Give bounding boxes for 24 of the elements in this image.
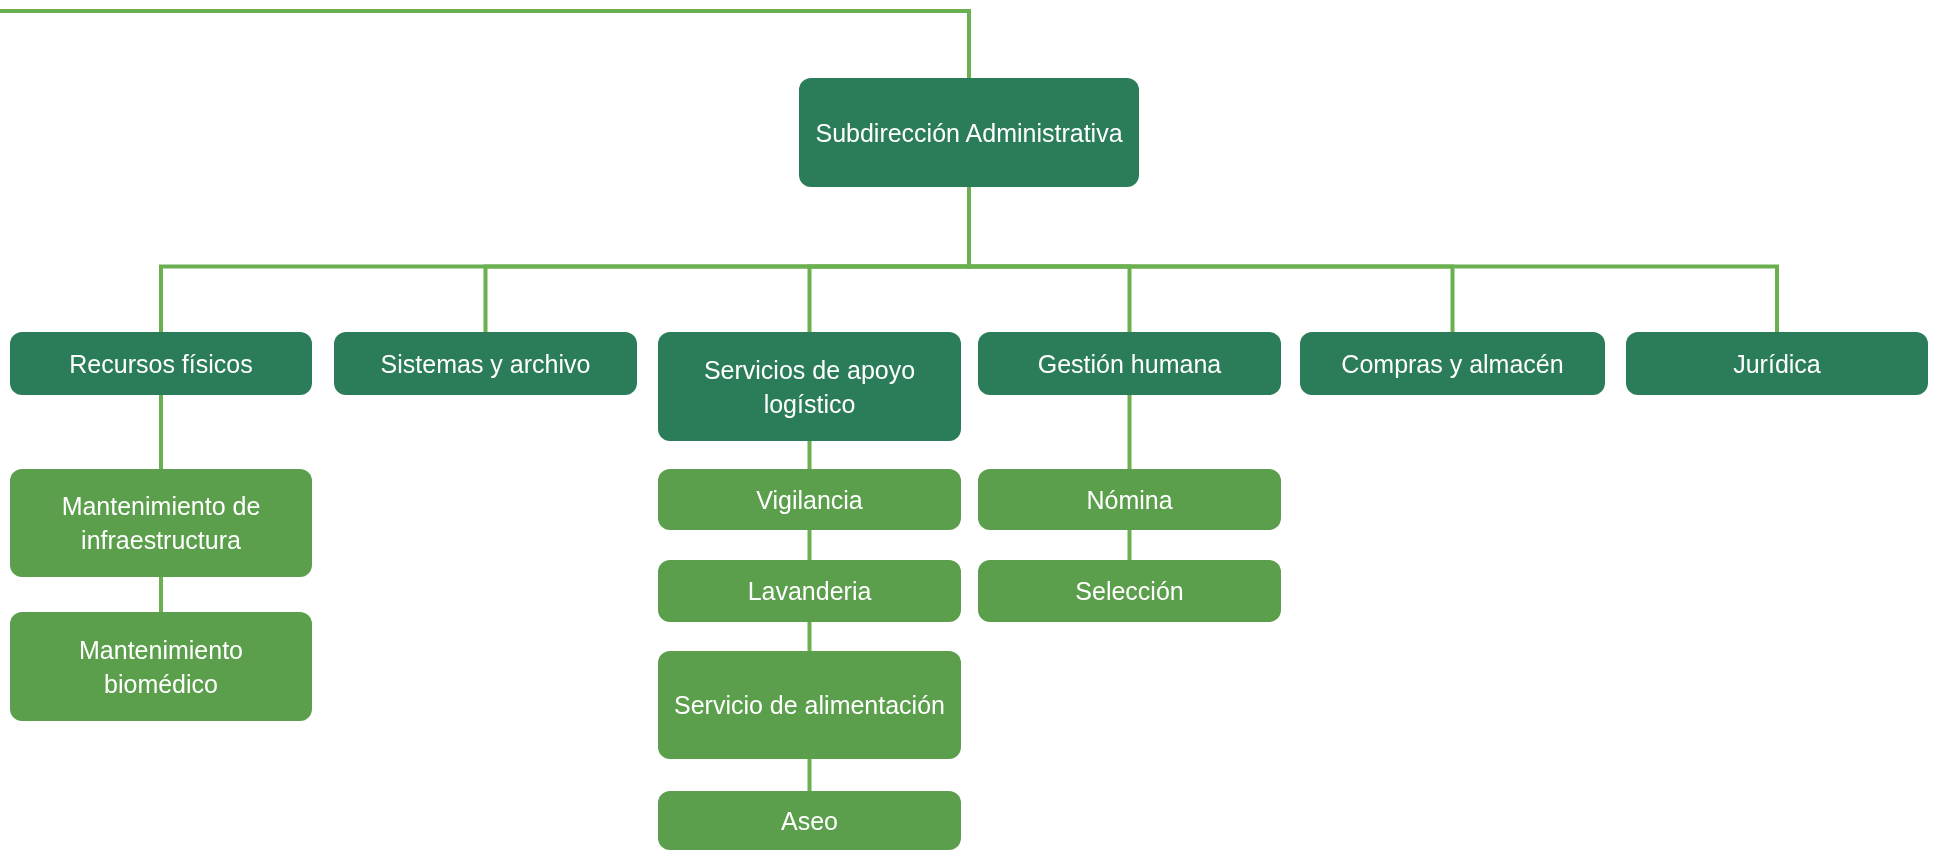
department-box: Compras y almacén	[1300, 332, 1605, 395]
connector-line	[159, 395, 163, 469]
unit-box: Servicio de alimentación	[658, 651, 961, 759]
connector-line	[807, 759, 812, 791]
connector-line	[1127, 530, 1132, 560]
connector-line	[807, 441, 812, 469]
unit-box: Selección	[978, 560, 1281, 622]
connector-line	[1127, 395, 1132, 469]
department-box: Sistemas y archivo	[334, 332, 637, 395]
department-box: Jurídica	[1626, 332, 1928, 395]
department-box: Servicios de apoyo logístico	[658, 332, 961, 441]
connector-line	[159, 577, 163, 612]
connector-line	[0, 9, 971, 78]
unit-box: Nómina	[978, 469, 1281, 530]
unit-box: Vigilancia	[658, 469, 961, 530]
unit-box: Lavanderia	[658, 560, 961, 622]
unit-box: Aseo	[658, 791, 961, 850]
connector-line	[807, 530, 812, 560]
connector-line	[807, 622, 812, 651]
unit-box: Mantenimiento de infraestructura	[10, 469, 312, 577]
department-box: Gestión humana	[978, 332, 1281, 395]
unit-box: Mantenimiento biomédico	[10, 612, 312, 721]
department-box: Recursos físicos	[10, 332, 312, 395]
department-box: Subdirección Administrativa	[799, 78, 1139, 187]
